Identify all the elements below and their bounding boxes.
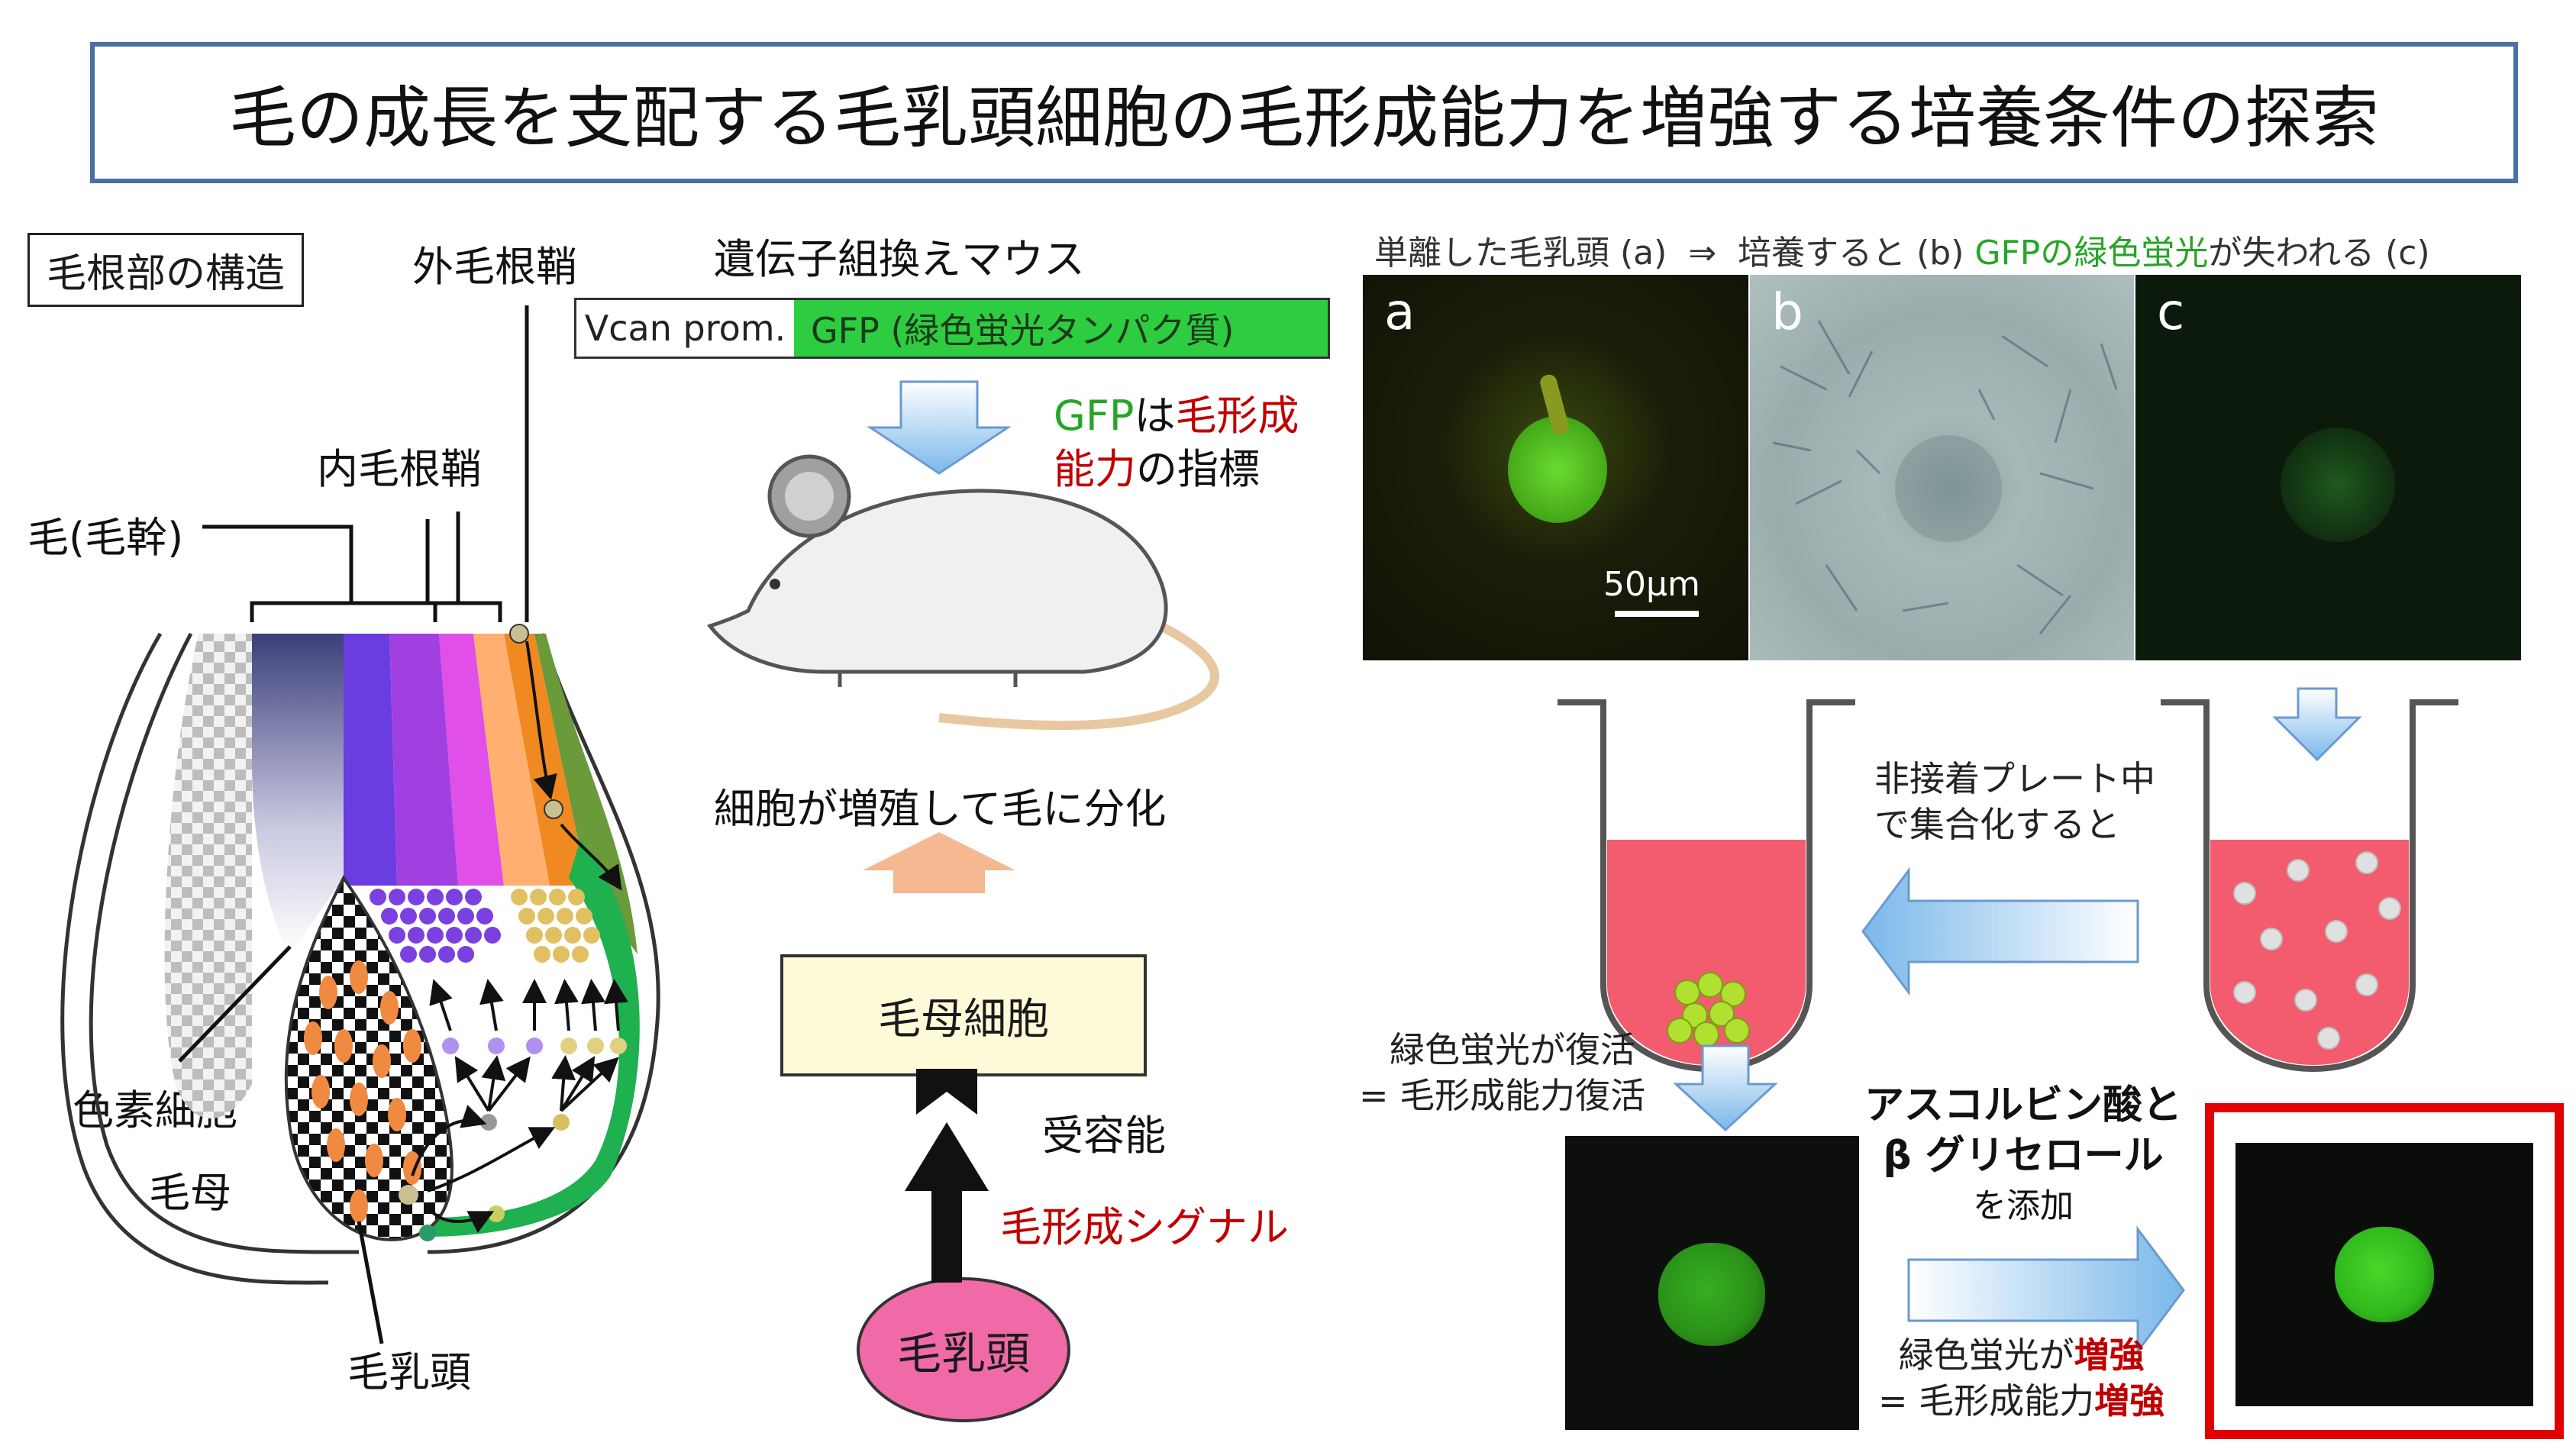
gfp-indicator-note: GFPは毛形成 能力の指標 <box>1054 389 1299 496</box>
hair-root-diagram <box>60 305 660 1344</box>
cell-texture <box>1772 320 2118 634</box>
left-arrow-icon <box>1861 866 2139 996</box>
restore-note: 緑色蛍光が復活 = 毛形成能力復活 <box>1359 1027 1645 1118</box>
proliferate-text: 細胞が増殖して毛に分化 <box>714 785 1167 833</box>
caption-arrow: ⇒ <box>1688 234 1717 273</box>
right-arrow-icon <box>1907 1225 2185 1351</box>
indicator-ha: は <box>1134 392 1176 440</box>
transgenic-mouse-title: 遺伝子組換えマウス <box>714 235 1085 283</box>
promoter-label: Vcan prom. <box>576 300 794 357</box>
micrograph-b: b <box>1750 275 2134 660</box>
green-spheroid-enhanced <box>2335 1227 2434 1322</box>
enhanced-highlight-frame <box>2205 1103 2564 1439</box>
additive-line1: アスコルビン酸と <box>1864 1083 2182 1128</box>
gfp-text: GFP <box>1054 392 1135 440</box>
gene-construct: Vcan prom. GFP (緑色蛍光タンパク質) <box>574 298 1330 359</box>
label-inner-root-sheath: 内毛根鞘 <box>317 445 482 493</box>
page-title: 毛の成長を支配する毛乳頭細胞の毛形成能力を増強する培養条件の探索 <box>90 42 2518 183</box>
non-adhesive-note: 非接着プレート中 で集合化すると <box>1874 756 2155 847</box>
microscopy-caption: 単離した毛乳頭 (a) ⇒ 培養すると (b) GFPの緑色蛍光が失われる (c… <box>1374 225 2430 274</box>
mouse-illustration <box>706 454 1219 730</box>
dermal-papilla-circle: 毛乳頭 <box>857 1277 1070 1422</box>
down-arrow-well-icon <box>1673 1044 1778 1132</box>
caption-isolated: 単離した毛乳頭 (a) <box>1374 234 1667 273</box>
enhance-line1-text: 緑色蛍光が <box>1898 1334 2074 1376</box>
hair-signal-label: 毛形成シグナル <box>1000 1203 1289 1251</box>
indicator-ability: 能力 <box>1054 445 1136 493</box>
additive-line3: を添加 <box>1973 1186 2074 1225</box>
up-arrow-icon <box>863 832 1015 893</box>
receptor-icon <box>916 1069 977 1115</box>
micrograph-c-letter: c <box>2157 282 2185 341</box>
micrograph-restored <box>1565 1136 1859 1430</box>
indicator-hair-forming: 毛形成 <box>1175 392 1299 440</box>
structure-header: 毛根部の構造 <box>27 233 305 307</box>
green-spheroid-restored <box>1658 1243 1765 1346</box>
receptivity-label: 受容能 <box>1042 1112 1166 1160</box>
non-adhesive-line1: 非接着プレート中 <box>1874 758 2155 799</box>
signal-arrow-icon <box>905 1122 989 1283</box>
gfp-gene-label: GFP (緑色蛍光タンパク質) <box>794 300 1328 357</box>
well-aggregated <box>1558 699 1855 1073</box>
well-dispersed <box>2161 699 2458 1073</box>
enhance-line2-red: 増強 <box>2094 1380 2165 1422</box>
micrograph-c: c <box>2135 275 2521 660</box>
caption-cultured: 培養すると (b) <box>1738 234 1964 273</box>
micrograph-b-letter: b <box>1771 282 1803 341</box>
label-dermal-papilla: 毛乳頭 <box>347 1348 471 1396</box>
additive-note: アスコルビン酸と β グリセロール を添加 <box>1848 1080 2199 1231</box>
down-arrow-icon <box>867 380 1012 475</box>
structure-header-text: 毛根部の構造 <box>47 251 286 297</box>
page-title-text: 毛の成長を支配する毛乳頭細胞の毛形成能力を増強する培養条件の探索 <box>228 79 2379 157</box>
matrix-cell-box: 毛母細胞 <box>780 954 1147 1076</box>
down-arrow-c-icon <box>2272 687 2362 762</box>
restore-line2: = 毛形成能力復活 <box>1359 1075 1646 1116</box>
faint-spheroid-c <box>2281 428 2395 542</box>
indicator-index: の指標 <box>1136 445 1260 493</box>
culture-wells-graphics <box>1558 687 2458 1351</box>
enhance-note: 緑色蛍光が増強 = 毛形成能力増強 <box>1878 1332 2164 1424</box>
restore-line1: 緑色蛍光が復活 <box>1390 1029 1635 1070</box>
enhance-line2-text: = 毛形成能力 <box>1878 1380 2095 1422</box>
middle-graphics <box>706 380 1219 1283</box>
micrograph-enhanced <box>2235 1143 2533 1406</box>
label-matrix: 毛母 <box>149 1169 231 1217</box>
non-adhesive-line2: で集合化すると <box>1874 804 2120 845</box>
additive-line2: β グリセロール <box>1883 1133 2164 1179</box>
scale-bar <box>1615 611 1699 617</box>
micrograph-a-letter: a <box>1384 282 1416 341</box>
label-outer-root-sheath: 外毛根鞘 <box>412 243 577 291</box>
caption-gfp: GFPの緑色蛍光 <box>1974 234 2209 273</box>
caption-lost: が失われる (c) <box>2208 234 2430 273</box>
label-hair-shaft: 毛(毛幹) <box>27 514 184 562</box>
scale-bar-label: 50μm <box>1603 565 1700 604</box>
enhance-line1-red: 増強 <box>2074 1334 2145 1376</box>
micrograph-a: a 50μm <box>1363 275 1748 660</box>
